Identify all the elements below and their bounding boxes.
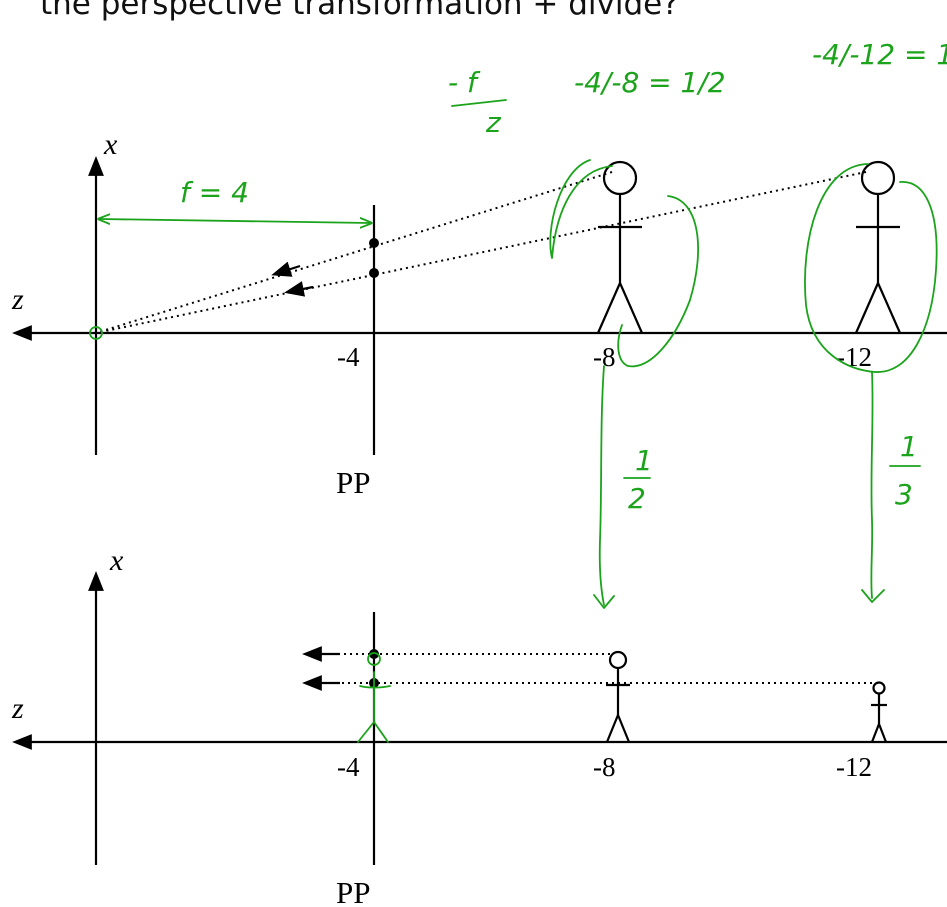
far-down-arrow bbox=[861, 371, 885, 603]
top-ray-near-arrow bbox=[271, 261, 301, 277]
top-ray-near bbox=[95, 171, 613, 334]
top-person-near bbox=[596, 160, 644, 334]
bottom-image-point-near bbox=[369, 649, 379, 659]
page-title: the perspective transformation + divide? bbox=[40, 0, 679, 22]
bottom-z-label: z bbox=[11, 692, 24, 725]
near-down-arrow bbox=[593, 365, 615, 609]
bottom-x-label: x bbox=[109, 544, 124, 577]
top-z-label: z bbox=[11, 283, 24, 316]
bottom-person-far bbox=[870, 681, 888, 743]
fraction-far: -4/-12 = 1/3 bbox=[812, 38, 947, 71]
focal-length-arrow bbox=[100, 219, 370, 223]
top-pp-label: PP bbox=[336, 465, 370, 500]
top-tick-near: -8 bbox=[593, 342, 616, 372]
top-image-point-far bbox=[369, 268, 379, 278]
scale-near: 1 2 bbox=[623, 444, 653, 515]
scale-far: 1 3 bbox=[889, 430, 921, 511]
svg-text:- f: - f bbox=[448, 66, 481, 99]
far-person-loop bbox=[804, 163, 938, 373]
svg-text:1: 1 bbox=[635, 444, 653, 477]
top-x-label: x bbox=[103, 128, 118, 161]
top-ray-far bbox=[95, 171, 867, 334]
focal-length-label: f = 4 bbox=[180, 176, 249, 209]
svg-text:2: 2 bbox=[628, 482, 646, 515]
pp-small-figure bbox=[357, 652, 391, 743]
bottom-tick-near: -8 bbox=[593, 752, 616, 782]
bottom-tick-far: -12 bbox=[836, 752, 872, 782]
top-tick-pp: -4 bbox=[337, 342, 360, 372]
handwritten-annotations: - f z -4/-8 = 1/2 -4/-12 = 1/3 f = 4 1 2… bbox=[89, 38, 947, 743]
svg-text:z: z bbox=[485, 106, 502, 139]
fraction-near: -4/-8 = 1/2 bbox=[574, 66, 726, 99]
svg-text:1: 1 bbox=[900, 430, 918, 463]
bottom-diagram: x z PP -4 -8 -12 bbox=[11, 544, 947, 907]
bottom-person-near bbox=[605, 650, 631, 743]
bottom-tick-pp: -4 bbox=[337, 752, 360, 782]
center-of-projection-mark bbox=[89, 326, 103, 340]
top-person-far bbox=[854, 160, 902, 334]
bottom-pp-label: PP bbox=[336, 875, 370, 907]
near-person-loop bbox=[549, 159, 613, 259]
top-diagram: x z PP -4 -8 -12 bbox=[11, 128, 947, 500]
top-image-point-near bbox=[369, 238, 379, 248]
fraction-general: - f z bbox=[448, 66, 507, 139]
top-ray-far-arrow bbox=[284, 281, 314, 297]
svg-text:3: 3 bbox=[895, 478, 913, 511]
